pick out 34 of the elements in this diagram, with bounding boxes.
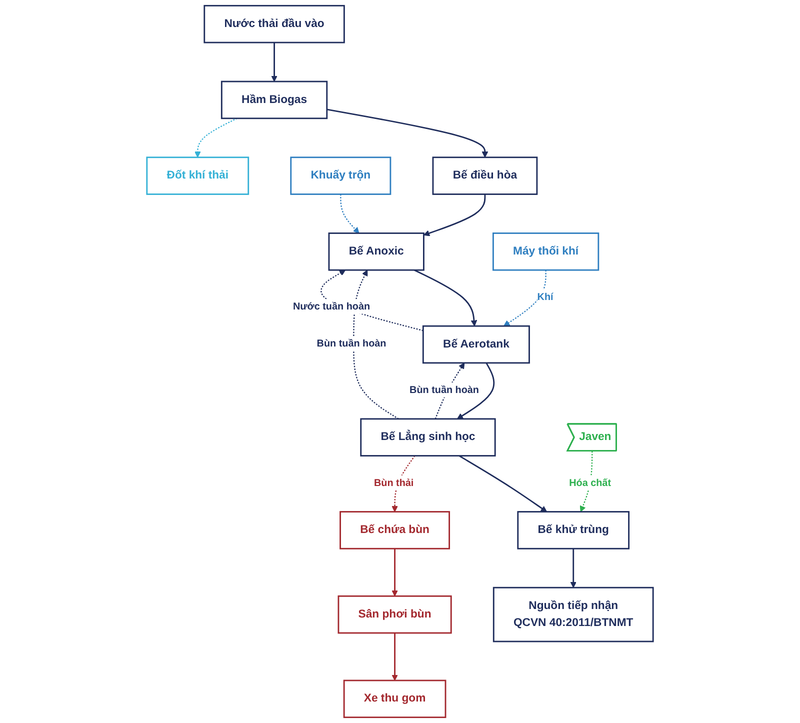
- edge-label: Bùn tuần hoàn: [316, 336, 386, 351]
- edge-label: Bùn tuần hoàn: [410, 382, 479, 398]
- arrow: [271, 42, 278, 82]
- process-box: Xe thu gom: [343, 680, 446, 718]
- process-box: Nước thải đầu vào: [204, 4, 345, 44]
- arrow: [353, 270, 399, 420]
- edge-label: Nước tuần hoàn: [292, 298, 370, 314]
- arrow: [423, 194, 486, 236]
- process-box: Đốt khí thải: [146, 156, 250, 195]
- process-box: Nguồn tiếp nhận QCVN 40:2011/BTNMT: [492, 586, 654, 642]
- arrow: [392, 632, 398, 681]
- arrow: [458, 455, 548, 512]
- arrow: [456, 362, 495, 420]
- process-box: Hầm Biogas: [220, 80, 328, 120]
- process-box: Bế điều hòa: [432, 156, 538, 195]
- process-box: Khuấy trộn: [290, 156, 392, 195]
- arrow: [194, 118, 238, 158]
- arrow: [504, 270, 546, 326]
- process-box: Bế Aerotank: [422, 325, 530, 364]
- process-box: Bế chứa bùn: [340, 511, 450, 550]
- arrow: [414, 269, 478, 326]
- flag-box: Javen: [566, 423, 617, 452]
- arrow: [326, 108, 488, 158]
- arrow: [392, 548, 398, 596]
- process-box: Bế khử trùng: [517, 511, 630, 550]
- edge-label: Bùn thải: [374, 475, 414, 490]
- edge-label: Hóa chất: [569, 475, 611, 490]
- process-box: Bế Anoxic: [328, 232, 424, 271]
- arrow: [340, 194, 360, 234]
- arrow: [570, 548, 576, 588]
- process-box: Bế Lẳng sinh học: [360, 418, 496, 456]
- process-box: Máy thối khí: [492, 232, 600, 271]
- process-box: Sân phơi bùn: [338, 595, 452, 634]
- arrow: [580, 451, 593, 512]
